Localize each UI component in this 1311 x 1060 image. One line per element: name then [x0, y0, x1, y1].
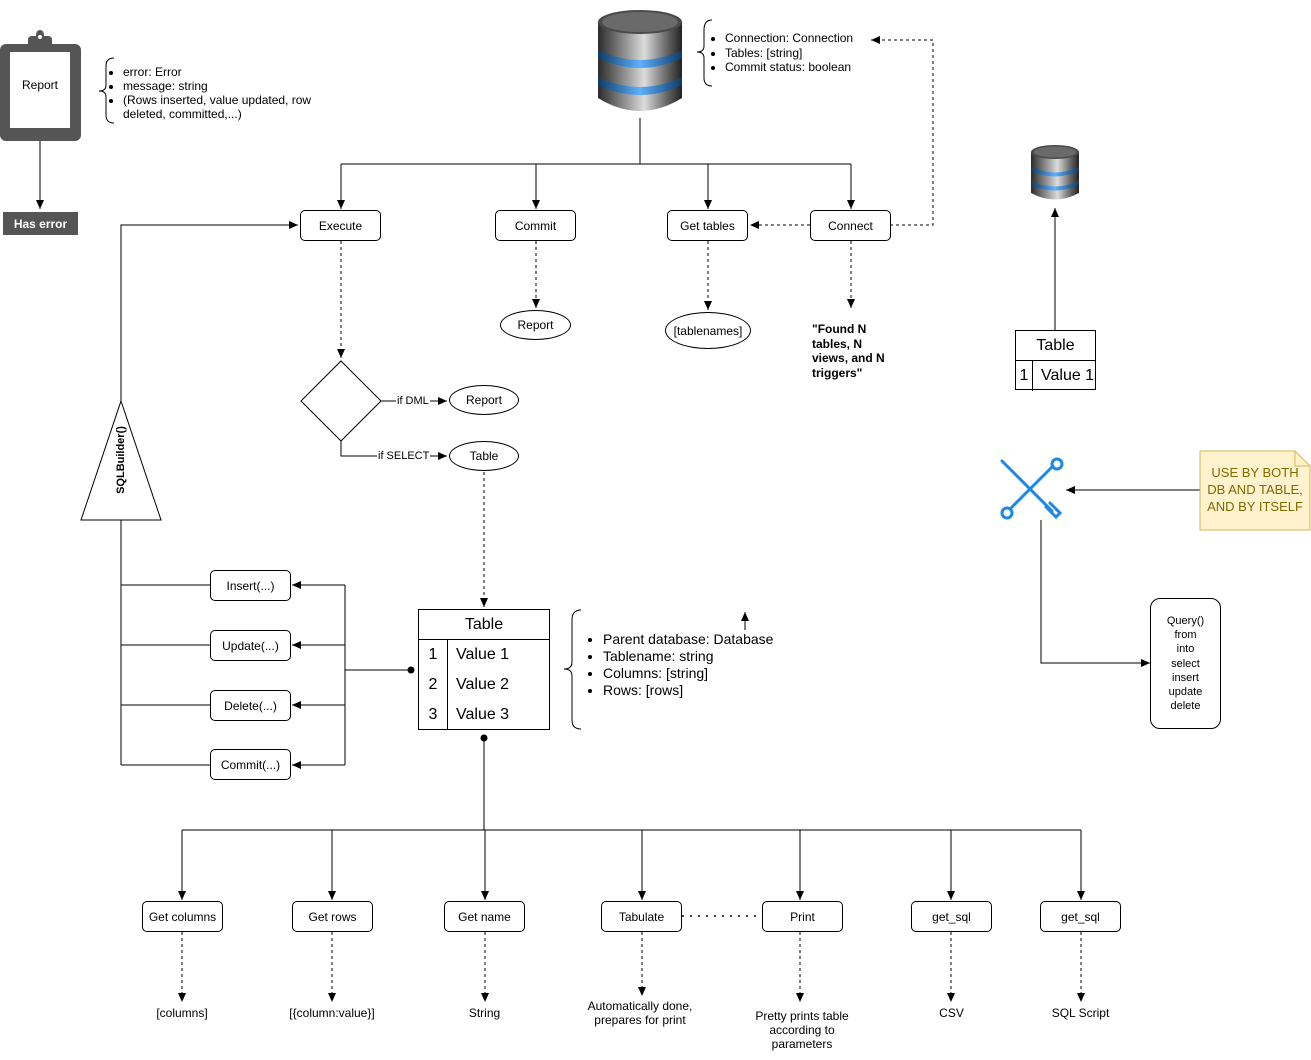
- report-prop: message: string: [123, 79, 323, 93]
- columns-result: [columns]: [156, 1006, 208, 1020]
- db-prop: Commit status: boolean: [725, 60, 880, 75]
- print-node[interactable]: Print: [762, 901, 843, 932]
- query-line: Query(): [1166, 615, 1205, 627]
- commit-result-node: Report: [500, 310, 571, 340]
- rows-result: [{column:value}]: [289, 1006, 375, 1020]
- small-table-title: Table: [1016, 331, 1095, 361]
- db-props-brace: [696, 19, 713, 87]
- db-prop: Tables: [string]: [725, 46, 880, 61]
- report-prop: error: Error: [123, 65, 323, 79]
- get-sql-script-node[interactable]: get_sql: [1040, 901, 1121, 932]
- table-prop: Tablename: string: [603, 648, 788, 665]
- table-row: 1 Value 1: [419, 640, 549, 670]
- query-line: insert: [1172, 671, 1199, 684]
- note-shape: [1199, 450, 1311, 531]
- row-value: Value 1: [456, 646, 510, 663]
- get-tables-node[interactable]: Get tables: [667, 210, 748, 241]
- get-columns-node[interactable]: Get columns: [142, 901, 223, 932]
- commit-method-node[interactable]: Commit(...): [210, 749, 291, 780]
- row-value: Value 1: [1041, 367, 1095, 384]
- select-label: if SELECT: [377, 450, 431, 462]
- report-prop: (Rows inserted, value updated, row delet…: [123, 93, 323, 121]
- has-error-badge: Has error: [3, 212, 78, 235]
- insert-method-node[interactable]: Insert(...): [210, 570, 291, 601]
- report-icon-label: Report: [21, 78, 59, 92]
- row-index: 3: [419, 700, 448, 730]
- db-prop: Connection: Connection: [725, 31, 880, 46]
- execute-node[interactable]: Execute: [300, 210, 381, 241]
- query-node[interactable]: Query() from into select insert update d…: [1150, 598, 1221, 729]
- name-result: String: [468, 1006, 501, 1020]
- select-result-node: Table: [449, 441, 519, 471]
- tools-icon: [1000, 457, 1064, 520]
- connect-result-text: "Found N tables, N views, and N triggers…: [812, 322, 885, 380]
- commit-node[interactable]: Commit: [495, 210, 576, 241]
- row-value: Value 3: [456, 706, 510, 723]
- main-table-title: Table: [419, 610, 549, 640]
- connect-node[interactable]: Connect: [810, 210, 891, 241]
- dml-label: if DML: [396, 395, 430, 407]
- table-row: 2 Value 2: [419, 670, 549, 700]
- connect-to-dbprops-edge: [871, 36, 934, 226]
- table-props: Parent database: Database Tablename: str…: [588, 631, 788, 699]
- report-props: error: Error message: string (Rows inser…: [108, 65, 323, 121]
- decision-diamond: [300, 360, 382, 442]
- table-prop: Rows: [rows]: [603, 682, 788, 699]
- database-icon: [598, 10, 682, 111]
- row-index: 1: [1016, 361, 1033, 391]
- sql-script-result: SQL Script: [1051, 1006, 1110, 1020]
- tabulate-result: Automatically done, prepares for print: [587, 999, 693, 1027]
- clipboard-icon: [0, 30, 81, 141]
- tools-to-query-edge: [1040, 520, 1150, 667]
- dml-result-node: Report: [449, 385, 519, 415]
- get-sql-csv-node[interactable]: get_sql: [911, 901, 992, 932]
- main-table: Table 1 Value 1 2 Value 2 3 Value 3: [418, 609, 550, 730]
- database-icon-small: [1031, 145, 1079, 200]
- query-line: from: [1174, 629, 1197, 642]
- usage-note: USE BY BOTH DB AND TABLE, AND BY ITSELF: [1207, 465, 1303, 514]
- csv-result: CSV: [939, 1006, 964, 1020]
- table-row: 3 Value 3: [419, 700, 549, 730]
- sqlbuilder-label: SQLBuilder(): [115, 426, 127, 494]
- query-line: select: [1171, 657, 1200, 670]
- row-index: 1: [419, 640, 448, 670]
- row-value: Value 2: [456, 676, 510, 693]
- table-row: 1 Value 1: [1016, 361, 1095, 391]
- get-rows-node[interactable]: Get rows: [292, 901, 373, 932]
- tabulate-node[interactable]: Tabulate: [601, 901, 682, 932]
- small-table: Table 1 Value 1: [1015, 330, 1096, 391]
- report-props-brace: [98, 57, 115, 124]
- has-error-label: Has error: [13, 216, 68, 231]
- print-result: Pretty prints table according to paramet…: [755, 1009, 849, 1051]
- table-prop: Parent database: Database: [603, 631, 788, 648]
- table-props-brace: [563, 609, 582, 730]
- query-line: update: [1168, 686, 1203, 699]
- row-index: 2: [419, 670, 448, 700]
- table-prop: Columns: [string]: [603, 665, 788, 682]
- db-props: Connection: Connection Tables: [string] …: [710, 31, 880, 75]
- query-line: into: [1176, 643, 1195, 656]
- delete-method-node[interactable]: Delete(...): [210, 690, 291, 721]
- query-line: delete: [1170, 700, 1201, 713]
- get-name-node[interactable]: Get name: [444, 901, 525, 932]
- builder-to-execute-edge: [120, 221, 298, 401]
- update-method-node[interactable]: Update(...): [210, 630, 291, 661]
- tables-result-node: [tablenames]: [665, 312, 751, 349]
